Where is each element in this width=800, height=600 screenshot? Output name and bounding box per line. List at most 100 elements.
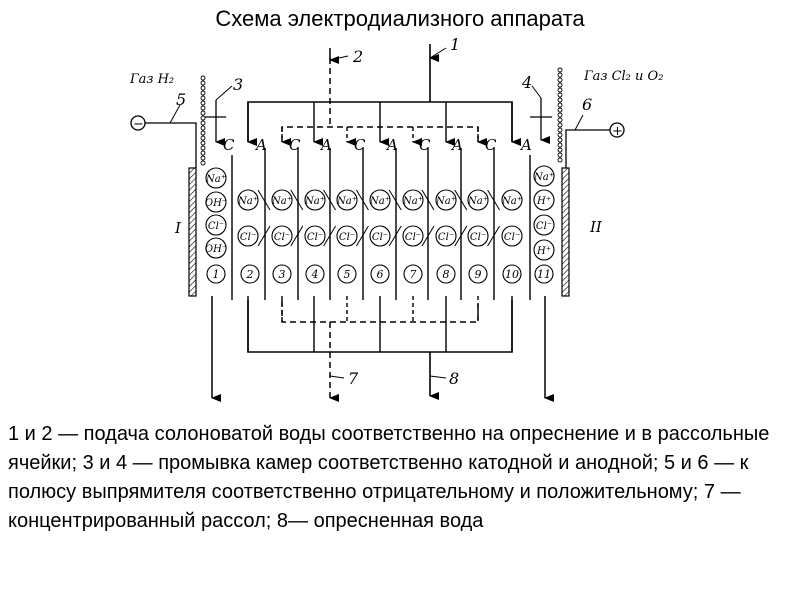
ion-cl <box>467 225 489 247</box>
positive-sign: + <box>612 124 623 139</box>
membrane-label: A <box>450 136 463 154</box>
ion-cl-label: Cl⁻ <box>307 232 323 243</box>
membrane-label: C <box>289 136 301 154</box>
ion-na-label: Na⁺ <box>369 196 390 207</box>
ion-right-label: H⁺ <box>536 246 551 257</box>
ion-na <box>336 189 358 211</box>
ion-na <box>467 189 489 211</box>
ion-na <box>369 189 391 211</box>
ion-na-label: Na⁺ <box>304 196 325 207</box>
chamber-number-label: 6 <box>377 268 384 281</box>
callout-1: 1 <box>450 35 460 54</box>
gas-label-left: Газ H₂ <box>129 72 174 87</box>
chamber-number-label: 9 <box>475 268 482 281</box>
ion-right-label: H⁺ <box>536 196 551 207</box>
ion-right <box>533 239 555 261</box>
callout-8: 8 <box>449 369 459 388</box>
callout-4: 4 <box>521 73 532 92</box>
chamber-number-label: 5 <box>344 268 351 281</box>
hydrogen-gas-outlet <box>200 75 206 166</box>
chamber-number-label: 3 <box>279 268 286 281</box>
ion-left <box>205 237 227 259</box>
ion-left-label: Cl⁻ <box>208 221 224 232</box>
chamber-number-label: 11 <box>537 268 551 281</box>
ion-cl-label: Cl⁻ <box>438 232 454 243</box>
ion-cl <box>402 225 424 247</box>
ion-left <box>205 167 227 189</box>
ion-right <box>533 165 555 187</box>
ion-cl-label: Cl⁻ <box>339 232 355 243</box>
chamber-number-label: 1 <box>213 268 220 281</box>
ion-na <box>435 189 457 211</box>
membrane-label: C <box>354 136 366 154</box>
membrane-label: A <box>254 136 267 154</box>
chamber-number-label: 2 <box>246 268 254 281</box>
chamber-number <box>502 264 522 284</box>
cathode-plate <box>188 167 197 297</box>
ion-right <box>533 189 555 211</box>
callout-2: 2 <box>352 47 363 66</box>
chamber-number <box>206 264 226 284</box>
membrane-label: A <box>385 136 398 154</box>
membrane-label: A <box>519 136 532 154</box>
ion-cl <box>304 225 326 247</box>
ion-na-label: Na⁺ <box>271 196 292 207</box>
chamber-number <box>403 264 423 284</box>
ion-cl-label: Cl⁻ <box>274 232 290 243</box>
anode-plate <box>561 167 570 297</box>
ion-layer: Na⁺OH⁻Cl⁻OH⁻Na⁺H⁺Cl⁻H⁺Na⁺Na⁺Na⁺Na⁺Na⁺Na⁺… <box>205 165 555 284</box>
negative-sign: − <box>133 117 144 132</box>
ion-na-label: Na⁺ <box>402 196 423 207</box>
ion-cl <box>435 225 457 247</box>
ion-cl-label: Cl⁻ <box>504 232 520 243</box>
ion-na <box>271 189 293 211</box>
callout-6: 6 <box>582 95 592 114</box>
chamber-number <box>370 264 390 284</box>
chamber-number <box>337 264 357 284</box>
callout-3: 3 <box>233 75 243 94</box>
membrane-label: A <box>319 136 332 154</box>
diagram-title: Схема электродиализного аппарата <box>215 6 585 31</box>
ion-na-label: Na⁺ <box>435 196 456 207</box>
chamber-number <box>305 264 325 284</box>
chamber-number-label: 8 <box>443 268 450 281</box>
ion-right <box>533 214 555 236</box>
chamber-number-label: 7 <box>410 268 417 281</box>
diagram-caption: 1 и 2 — подача солоноватой воды соответс… <box>8 423 770 532</box>
ion-cl-label: Cl⁻ <box>405 232 421 243</box>
ion-left-label: Na⁺ <box>205 174 226 185</box>
chamber-number <box>240 264 260 284</box>
membrane-label: C <box>485 136 497 154</box>
ion-cl <box>501 225 523 247</box>
electrode-label-left: I <box>174 219 182 237</box>
ion-left-label: OH⁻ <box>205 198 227 209</box>
electrode-label-right: II <box>589 218 603 236</box>
ion-cl-label: Cl⁻ <box>372 232 388 243</box>
gas-label-right: Газ Cl₂ и O₂ <box>583 69 663 84</box>
chamber-number <box>468 264 488 284</box>
chamber-number-label: 4 <box>311 268 319 281</box>
ion-cl <box>271 225 293 247</box>
chamber-number <box>272 264 292 284</box>
ion-na <box>304 189 326 211</box>
callout-7: 7 <box>348 369 359 388</box>
ion-left <box>205 214 227 236</box>
ion-cl <box>336 225 358 247</box>
ion-na-label: Na⁺ <box>237 196 258 207</box>
ion-na <box>237 189 259 211</box>
ion-na-label: Na⁺ <box>467 196 488 207</box>
ion-na <box>501 189 523 211</box>
ion-left <box>205 191 227 213</box>
ion-na-label: Na⁺ <box>336 196 357 207</box>
chlorine-oxygen-gas-outlet <box>557 67 563 163</box>
ion-na <box>402 189 424 211</box>
chamber-number <box>534 264 554 284</box>
ion-cl <box>369 225 391 247</box>
membrane-label: C <box>223 136 235 154</box>
ion-right-label: Na⁺ <box>533 172 554 183</box>
chamber-number-label: 10 <box>505 268 519 281</box>
ion-cl-label: Cl⁻ <box>240 232 256 243</box>
ion-cl <box>237 225 259 247</box>
